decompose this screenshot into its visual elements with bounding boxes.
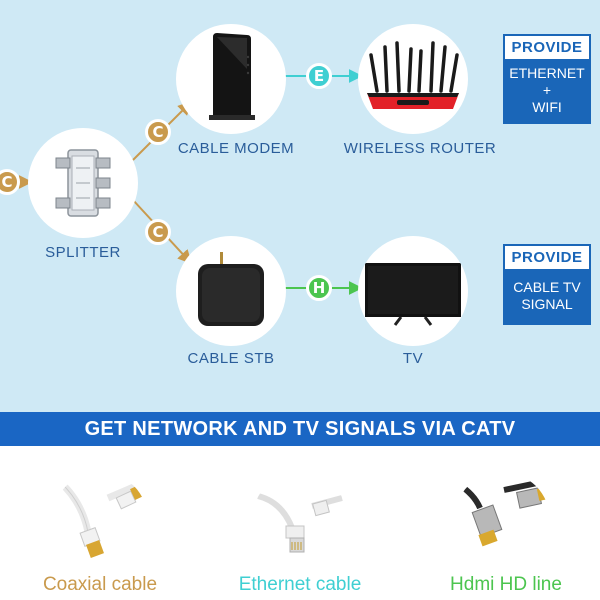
provide-tv-line2: SIGNAL bbox=[521, 296, 573, 312]
modem-icon bbox=[209, 33, 255, 120]
provide-tv-box: PROVIDE CABLE TV SIGNAL bbox=[503, 244, 591, 325]
tv-label: TV bbox=[402, 350, 424, 367]
modem-node bbox=[176, 24, 286, 134]
coaxial-cable-icon bbox=[57, 479, 146, 558]
hdmi-cable-label: Hdmi HD line bbox=[450, 574, 562, 595]
coaxial-cable-label: Coaxial cable bbox=[42, 574, 158, 595]
badge-input: C bbox=[0, 169, 20, 195]
stb-node bbox=[176, 236, 286, 346]
provide-internet-head: PROVIDE bbox=[505, 36, 589, 59]
provide-internet-body: ETHERNET + WIFI bbox=[505, 59, 589, 122]
hdmi-cable-circle bbox=[454, 472, 550, 568]
tv-icon bbox=[365, 263, 461, 326]
provide-internet-box: PROVIDE ETHERNET + WIFI bbox=[503, 34, 591, 124]
splitter-node bbox=[28, 128, 138, 238]
router-label: WIRELESS ROUTER bbox=[343, 140, 497, 157]
stb-icon bbox=[198, 252, 264, 326]
badge-modem-router: E bbox=[306, 63, 332, 89]
provide-tv-body: CABLE TV SIGNAL bbox=[505, 269, 589, 323]
badge-splitter-stb: C bbox=[145, 219, 171, 245]
diagram-area: SPLITTER CABLE MODEM bbox=[0, 0, 600, 412]
router-icon bbox=[367, 41, 459, 109]
banner: GET NETWORK AND TV SIGNALS VIA CATV bbox=[0, 412, 600, 446]
badge-stb-tv: H bbox=[306, 275, 332, 301]
coaxial-cable-circle bbox=[52, 472, 148, 568]
splitter-label: SPLITTER bbox=[45, 244, 121, 261]
hdmi-cable-icon bbox=[456, 479, 550, 547]
splitter-icon bbox=[55, 149, 111, 217]
ethernet-cable-icon bbox=[257, 493, 343, 553]
modem-label: CABLE MODEM bbox=[177, 140, 295, 157]
provide-tv-line1: CABLE TV bbox=[513, 279, 581, 295]
provide-internet-line3: WIFI bbox=[532, 99, 562, 115]
provide-internet-line1: ETHERNET bbox=[509, 65, 585, 81]
stb-label: CABLE STB bbox=[187, 350, 275, 367]
provide-internet-line2: + bbox=[542, 82, 552, 98]
provide-tv-head: PROVIDE bbox=[505, 246, 589, 269]
ethernet-cable-circle bbox=[252, 472, 348, 568]
badge-splitter-modem: C bbox=[145, 119, 171, 145]
tv-node bbox=[358, 236, 468, 346]
ethernet-cable-label: Ethernet cable bbox=[238, 574, 362, 595]
router-node bbox=[358, 24, 468, 134]
